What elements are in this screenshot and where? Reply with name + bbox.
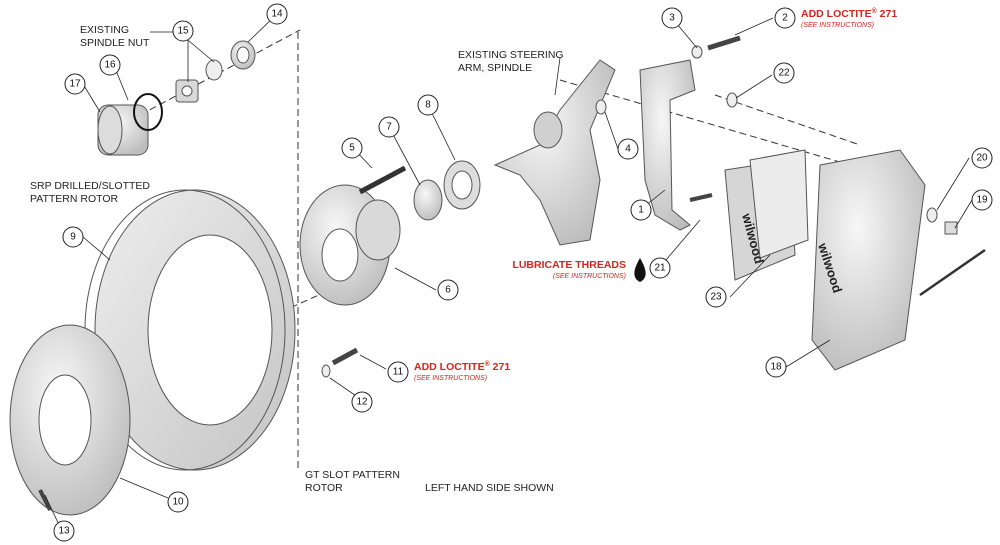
callout-8: 8	[417, 94, 439, 116]
callout-12: 12	[351, 391, 373, 413]
svg-text:3: 3	[669, 13, 675, 24]
label-gt-rotor: ROTOR	[305, 482, 343, 494]
mounting-bolt	[707, 35, 741, 51]
bleeder-washer	[926, 207, 938, 223]
label-gt-slot: GT SLOT PATTERN	[305, 469, 400, 481]
callout-3: 3	[661, 7, 683, 29]
svg-text:12: 12	[356, 397, 368, 408]
label-existing-steering: EXISTING STEERING	[458, 49, 564, 61]
hat-washer	[321, 364, 331, 378]
callout-10: 10	[167, 491, 189, 513]
lube-droplet-icon	[634, 258, 646, 282]
svg-text:13: 13	[58, 526, 70, 537]
label-loctite-top: ADD LOCTITE® 271	[801, 7, 897, 20]
svg-text:15: 15	[177, 26, 189, 37]
label-spindle-nut: SPINDLE NUT	[80, 37, 150, 49]
callout-20: 20	[971, 147, 993, 169]
dust-cap	[97, 104, 149, 156]
svg-text:22: 22	[778, 68, 790, 79]
callout-23: 23	[705, 286, 727, 308]
hat-screw	[38, 489, 52, 511]
callout-15: 15	[172, 20, 194, 42]
label-loctite-top-sub: (SEE INSTRUCTIONS)	[801, 22, 874, 29]
svg-text:10: 10	[172, 497, 184, 508]
callout-13: 13	[53, 520, 75, 542]
svg-text:1: 1	[638, 205, 644, 216]
svg-text:9: 9	[70, 232, 76, 243]
callout-2: 2	[774, 7, 796, 29]
svg-text:16: 16	[104, 60, 116, 71]
callout-11: 11	[387, 361, 409, 383]
o-ring	[133, 93, 163, 131]
bracket-bolt	[689, 193, 713, 202]
svg-text:21: 21	[654, 263, 666, 274]
label-existing: EXISTING	[80, 24, 129, 36]
hat-bolt	[331, 347, 359, 366]
callouts: 1 2 3 4 5 6 7 8 9 10 11 12 13 14 15 16 1…	[53, 3, 993, 542]
svg-text:2: 2	[782, 13, 788, 24]
callout-14: 14	[266, 3, 288, 25]
grease-seal	[443, 160, 481, 210]
svg-text:4: 4	[625, 144, 631, 155]
callout-16: 16	[99, 54, 121, 76]
wheel-stud	[358, 165, 407, 195]
rotor-hat	[9, 324, 131, 516]
callout-7: 7	[378, 116, 400, 138]
callout-4: 4	[617, 138, 639, 160]
label-lubricate: LUBRICATE THREADS	[512, 259, 626, 271]
callout-6: 6	[437, 279, 459, 301]
svg-text:7: 7	[386, 122, 392, 133]
inner-bearing	[413, 179, 443, 221]
bleeder-nut	[944, 221, 958, 235]
callout-5: 5	[341, 137, 363, 159]
steering-spindle	[493, 59, 616, 246]
label-arm-spindle: ARM, SPINDLE	[458, 62, 532, 74]
svg-text:23: 23	[710, 292, 722, 303]
svg-text:11: 11	[393, 367, 404, 378]
svg-text:18: 18	[770, 362, 782, 373]
srp-drilled-rotor	[94, 189, 296, 471]
washer	[205, 59, 223, 81]
label-loctite-mid: ADD LOCTITE® 271	[414, 360, 510, 373]
caliper-pin	[919, 248, 986, 297]
label-srp-rotor: SRP DRILLED/SLOTTED	[30, 180, 150, 192]
callout-1: 1	[630, 199, 652, 221]
svg-text:17: 17	[69, 79, 81, 90]
label-pattern-rotor: PATTERN ROTOR	[30, 193, 119, 205]
hub	[299, 184, 401, 306]
outer-bearing	[230, 40, 256, 70]
svg-text:8: 8	[425, 100, 431, 111]
callout-9: 9	[62, 226, 84, 248]
brake-pads: wilwood	[724, 149, 809, 281]
callout-22: 22	[773, 62, 795, 84]
svg-text:6: 6	[445, 285, 451, 296]
callout-18: 18	[765, 356, 787, 378]
label-loctite-mid-sub: (SEE INSTRUCTIONS)	[414, 375, 487, 382]
spindle-nut	[175, 79, 199, 103]
bolt-washer	[691, 45, 703, 59]
callout-17: 17	[64, 73, 86, 95]
callout-19: 19	[971, 189, 993, 211]
svg-text:19: 19	[976, 195, 988, 206]
text-labels: EXISTING SPINDLE NUT EXISTING STEERING A…	[30, 7, 897, 494]
caliper-bracket	[639, 59, 696, 231]
spacer-washer	[595, 99, 607, 115]
label-lubricate-sub: (SEE INSTRUCTIONS)	[553, 273, 626, 280]
svg-text:5: 5	[349, 143, 355, 154]
caliper: wilwood	[811, 149, 926, 371]
svg-text:14: 14	[271, 9, 283, 20]
bracket-washer	[726, 92, 738, 108]
svg-text:20: 20	[976, 153, 988, 164]
callout-21: 21	[649, 257, 671, 279]
label-left-hand-side: LEFT HAND SIDE SHOWN	[425, 482, 554, 494]
